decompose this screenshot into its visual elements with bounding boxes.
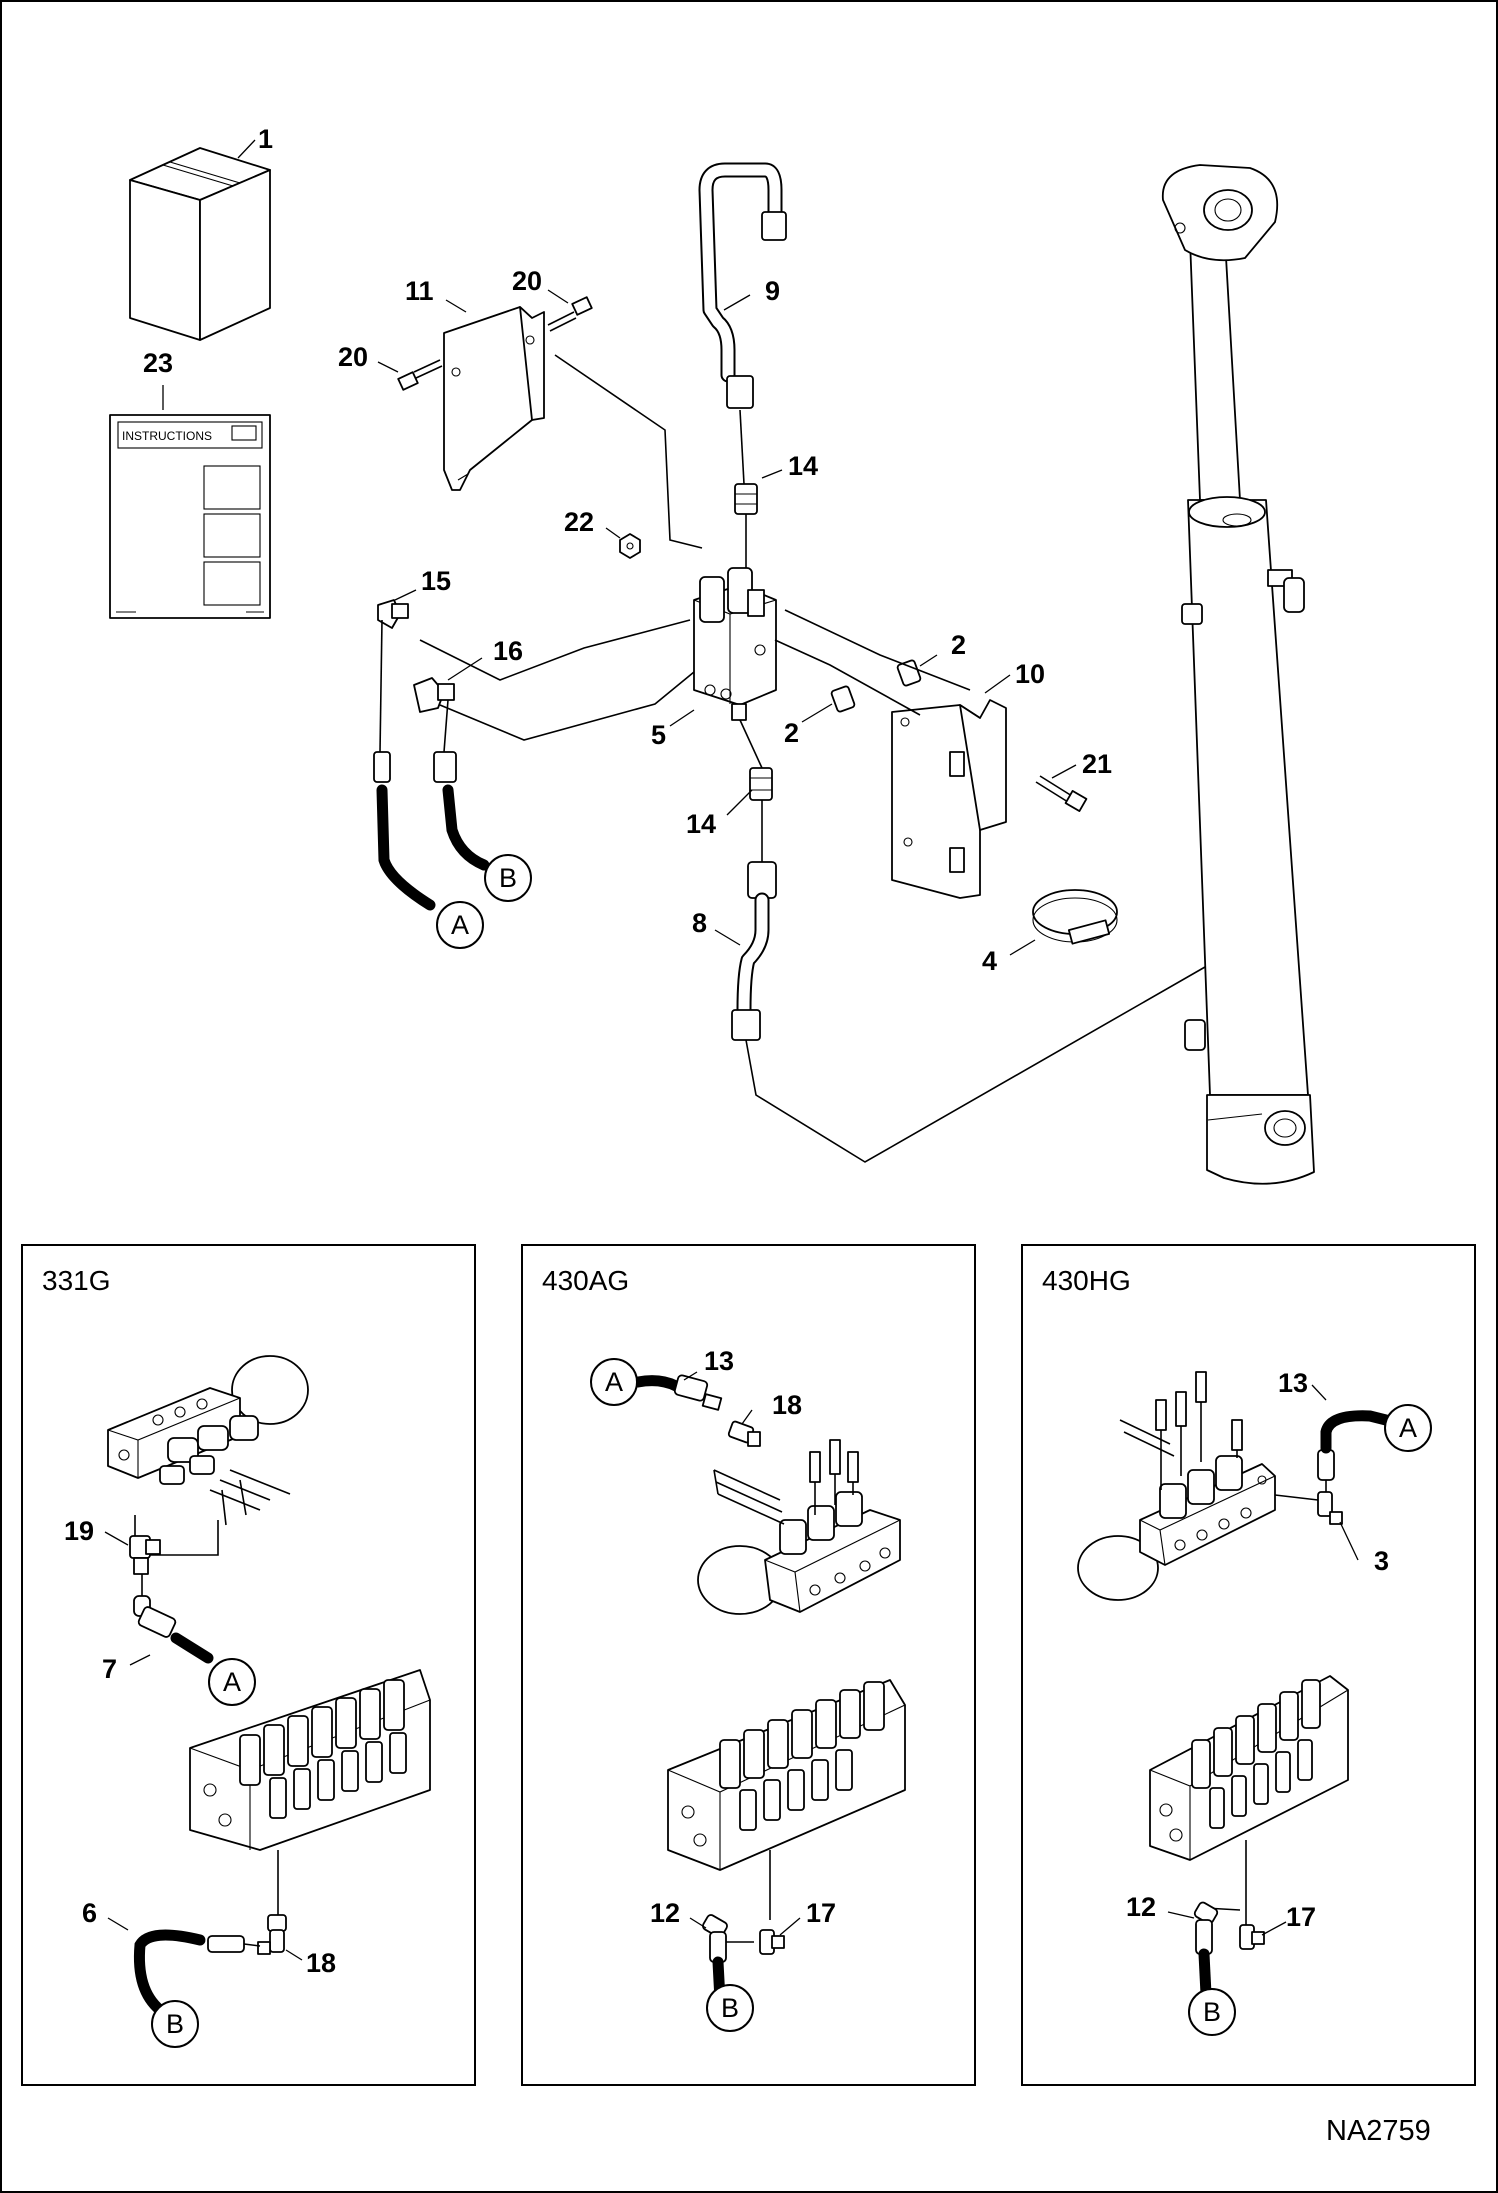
drawing-number: NA2759 <box>1326 2115 1431 2147</box>
nut-22 <box>619 533 641 559</box>
callout-numbers-upper: 1 23 11 20 20 9 14 22 15 16 5 2 2 10 21 … <box>143 124 1112 976</box>
main-valve-430hg <box>1149 1675 1349 1861</box>
hydraulic-cylinder <box>1162 164 1315 1185</box>
elbow-15 <box>377 599 409 629</box>
callout-15: 15 <box>421 566 451 596</box>
instructions-sheet: INSTRUCTIONS <box>109 414 271 619</box>
connection-lines <box>379 354 1206 1163</box>
hose-a-upper <box>373 751 436 911</box>
hose-12-430hg <box>1193 1901 1219 2000</box>
callout-12-430ag: 12 <box>650 1898 680 1928</box>
callout-2-upper: 2 <box>951 630 966 660</box>
tube-8 <box>731 861 777 1041</box>
connector-b-430ag: B <box>706 1984 754 2032</box>
svg-text:A: A <box>605 1367 623 1397</box>
svg-text:A: A <box>223 1667 241 1697</box>
callout-23: 23 <box>143 348 173 378</box>
hose-b-upper <box>433 751 490 871</box>
connector-b-upper: B <box>484 854 532 902</box>
callout-4: 4 <box>982 946 997 976</box>
hose-13-430hg <box>1317 1410 1392 1492</box>
svg-text:B: B <box>721 1993 739 2023</box>
connector-a-331g: A <box>208 1658 256 1706</box>
callout-21: 21 <box>1082 749 1112 779</box>
pilot-valve-430ag <box>697 1439 901 1615</box>
callout-9: 9 <box>765 276 780 306</box>
fitting-17-430ag <box>759 1929 785 1955</box>
tee-19 <box>129 1535 161 1575</box>
callout-7: 7 <box>102 1654 117 1684</box>
callout-3: 3 <box>1374 1546 1389 1576</box>
main-valve-430ag <box>667 1679 906 1871</box>
bracket-10 <box>891 699 1007 899</box>
callout-17-430ag: 17 <box>806 1898 836 1928</box>
callout-2-lower: 2 <box>784 718 799 748</box>
callout-11: 11 <box>405 276 434 306</box>
callout-13-430ag: 13 <box>704 1346 734 1376</box>
panel-430ag-title: 430AG <box>542 1265 629 1296</box>
svg-text:B: B <box>166 2009 184 2039</box>
callout-13-430hg: 13 <box>1278 1368 1308 1398</box>
panel-430hg: 430HG <box>1021 1244 1476 2086</box>
bracket-11 <box>443 306 545 491</box>
bolt-20-left <box>397 359 443 391</box>
bolt-21 <box>1035 775 1088 812</box>
callout-19: 19 <box>64 1516 94 1546</box>
pilot-valve-331g <box>107 1355 309 1526</box>
fitting-14-upper <box>734 483 758 515</box>
valve-block-5 <box>693 567 777 721</box>
panel-430hg-title: 430HG <box>1042 1265 1131 1296</box>
callout-20-upper: 20 <box>512 266 542 296</box>
svg-text:B: B <box>499 863 517 893</box>
hose-6 <box>133 1929 261 2024</box>
instructions-label: INSTRUCTIONS <box>122 429 212 443</box>
connector-a-upper: A <box>436 901 484 949</box>
exploded-view: INSTRUCTIONS <box>109 124 1315 1185</box>
kit-box <box>129 147 271 341</box>
callout-6: 6 <box>82 1898 97 1928</box>
panel-331g: 331G <box>21 1244 476 2086</box>
callout-12-430hg: 12 <box>1126 1892 1156 1922</box>
svg-text:B: B <box>1203 1997 1221 2027</box>
callout-leaders <box>162 139 1077 956</box>
band-clamp-4 <box>1032 889 1118 945</box>
elbow-16 <box>413 677 455 713</box>
connector-a-430hg: A <box>1384 1404 1432 1452</box>
connector-b-430hg: B <box>1188 1988 1236 2036</box>
clip-2-lower <box>830 685 856 713</box>
callout-22: 22 <box>564 507 594 537</box>
hose-7 <box>133 1574 214 1664</box>
bolt-20-upper <box>547 296 593 332</box>
callout-10: 10 <box>1015 659 1045 689</box>
callout-8: 8 <box>692 908 707 938</box>
callout-18-331g: 18 <box>306 1948 336 1978</box>
callout-5: 5 <box>651 720 666 750</box>
hose-13-430ag <box>632 1374 723 1411</box>
callout-14-upper: 14 <box>788 451 818 481</box>
callout-20-left: 20 <box>338 342 368 372</box>
svg-text:A: A <box>451 910 469 940</box>
connector-a-430ag: A <box>590 1358 638 1406</box>
callout-16: 16 <box>493 636 523 666</box>
svg-text:A: A <box>1399 1413 1417 1443</box>
main-valve-331g <box>189 1669 431 1851</box>
panel-430ag: 430AG <box>521 1244 976 2086</box>
pilot-valve-430hg <box>1077 1371 1276 1601</box>
connector-b-331g: B <box>151 2000 199 2048</box>
panel-331g-title: 331G <box>42 1265 111 1296</box>
callout-1: 1 <box>258 124 273 154</box>
callout-14-lower: 14 <box>686 809 716 839</box>
callout-18-430ag: 18 <box>772 1390 802 1420</box>
callout-17-430hg: 17 <box>1286 1902 1316 1932</box>
tee-3 <box>1274 1491 1343 1525</box>
fitting-14-lower <box>749 767 773 801</box>
fitting-18-430ag <box>727 1420 761 1447</box>
tube-9 <box>698 162 787 409</box>
fitting-18-331g <box>257 1914 287 1955</box>
fitting-17-430hg <box>1239 1924 1265 1950</box>
